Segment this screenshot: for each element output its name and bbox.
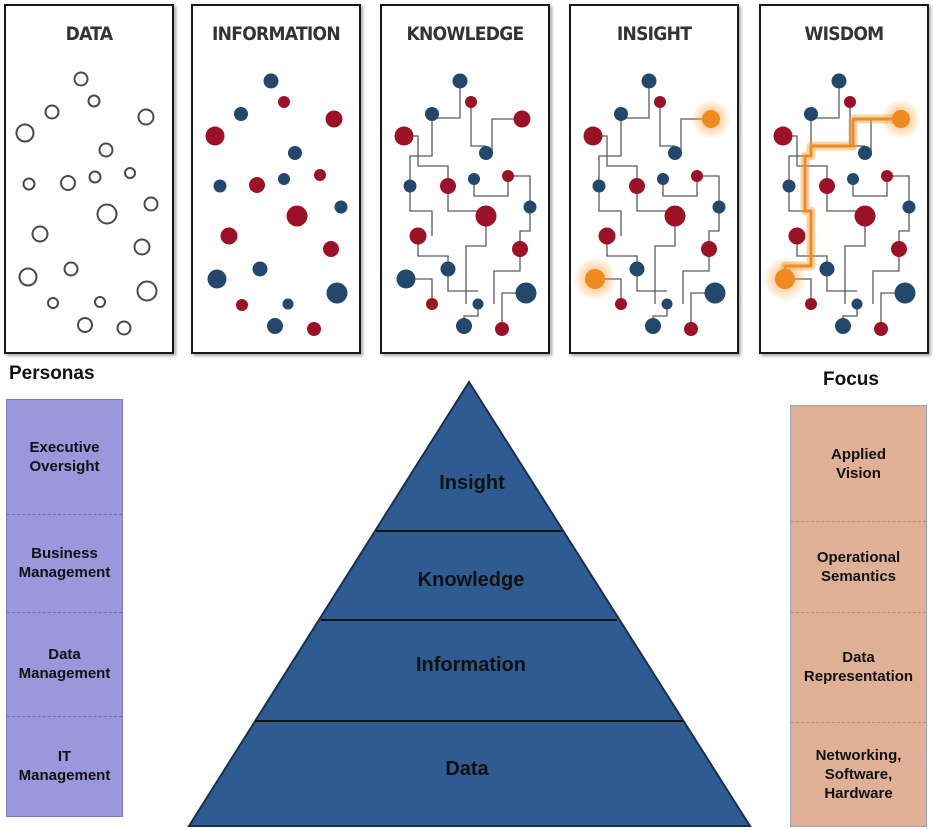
focus-item: Applied Vision [831,445,886,482]
panel-title: INFORMATION [212,23,341,45]
panel-knowledge: KNOWLEDGE [380,4,550,354]
pyramid-level-label: Data [445,758,489,780]
wisdom-path-graphic [763,73,921,336]
focus-item: Data Representation [803,649,914,685]
divider [791,612,926,613]
focus-column: Applied Vision Operational Semantics Dat… [790,405,927,827]
persona-item: Data Management [18,646,111,682]
divider [7,514,122,515]
panel-title: INSIGHT [616,23,692,45]
colored-dots-graphic [205,73,348,336]
panel-information: INFORMATION [191,4,361,354]
focus-item: Operational Semantics [816,548,901,585]
personas-column: Executive Oversight Business Management … [6,399,123,817]
panel-insight: INSIGHT [569,4,739,354]
persona-item: Executive Oversight [29,439,100,475]
panel-title: DATA [65,23,114,45]
connected-dots-graphic [394,73,537,336]
persona-item: IT Management [18,748,111,784]
persona-item: Business Management [18,545,111,581]
pyramid-level-label: Insight [439,472,505,494]
divider [791,722,926,723]
divider [7,612,122,613]
scattered-dots-graphic [15,71,159,336]
focus-item: Networking, Software, Hardware [815,746,902,802]
pyramid-level-label: Information [416,654,526,676]
panel-data: DATA [4,4,174,354]
panel-title: WISDOM [804,23,885,45]
divider [791,521,926,522]
panel-wisdom: WISDOM [759,4,929,354]
personas-heading: Personas [9,363,95,384]
highlighted-dots-graphic [573,73,731,336]
pyramid-level-label: Knowledge [418,569,525,591]
divider [7,716,122,717]
pyramid-triangle [187,380,752,827]
panel-title: KNOWLEDGE [406,23,525,45]
focus-heading: Focus [823,369,879,390]
